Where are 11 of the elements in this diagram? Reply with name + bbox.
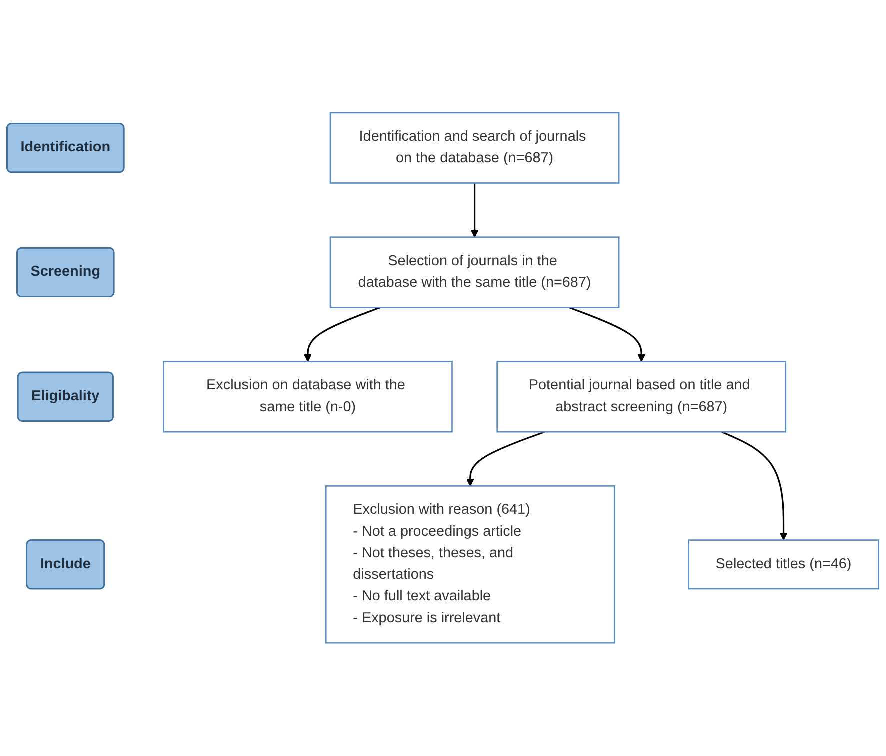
- arrow: [470, 183, 479, 238]
- arrow: [304, 306, 381, 362]
- arrow: [568, 306, 646, 362]
- node-box: Identification and search of journals on the database (n=687): [330, 112, 620, 184]
- node-box: Exclusion with reason (641) - Not a proceedings article - Not theses, theses, and dissertations - No full text available - Exposure is irrelevant: [325, 486, 616, 644]
- arrow: [722, 431, 788, 541]
- node-box: Exclusion on database with the same title (n-0): [163, 361, 453, 433]
- node-box: Selection of journals in the database with the same title (n=687): [330, 236, 620, 308]
- arrow: [466, 431, 546, 487]
- node-box: Selected titles (n=46): [688, 540, 880, 590]
- node-box: Potential journal based on title and abstract screening (n=687): [496, 361, 787, 433]
